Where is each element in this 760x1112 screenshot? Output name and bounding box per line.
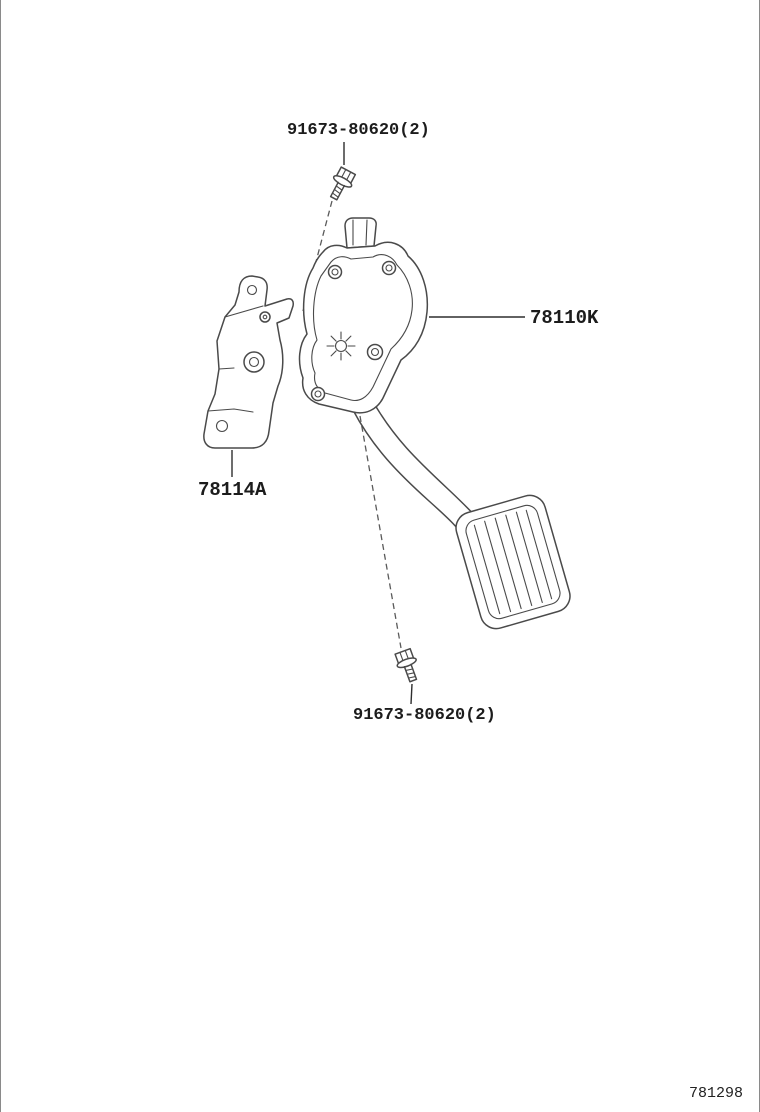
sensor-connector — [344, 217, 377, 249]
pedal-pad-rib — [505, 514, 533, 607]
housing-hole-outer — [381, 260, 397, 276]
callout-78110k: 78110K — [530, 307, 599, 329]
bracket-fold-line-1 — [224, 305, 264, 318]
bolt-flange — [332, 175, 353, 188]
bracket-pivot-hole-inner — [248, 356, 260, 368]
pedal-pad-rib — [494, 517, 522, 610]
housing-hole-outer — [327, 264, 343, 280]
bracket-drawing — [203, 275, 294, 449]
housing-hole-inner — [385, 264, 393, 272]
rotor-spoke — [330, 350, 337, 357]
bolt-thread — [406, 672, 415, 675]
callout-bolt-bottom: 91673-80620(2) — [353, 706, 496, 725]
housing-hole-outer — [310, 386, 326, 402]
rotor-spoke — [345, 335, 352, 342]
bolt-flange — [396, 657, 417, 669]
housing-hole-inner — [370, 347, 380, 357]
bolt-thread — [408, 675, 417, 679]
bracket-tab-hole — [246, 284, 258, 296]
sensor-connector-line — [365, 219, 368, 246]
rotor-hub — [334, 339, 348, 353]
bracket-fold-line-3 — [207, 408, 254, 413]
pedal-pad-rib — [484, 520, 512, 613]
pedal-pad-inner-border — [465, 504, 561, 620]
bolt-bottom-drawing — [394, 647, 418, 683]
bolt-thread — [405, 668, 414, 672]
pedal-pad-drawing — [455, 494, 571, 630]
housing-hole-inner — [331, 268, 339, 276]
sensor-rotor-drawing — [326, 331, 356, 361]
rotor-spoke — [345, 350, 352, 357]
pedal-pad-rib — [525, 509, 553, 600]
pedal-pad-rib — [515, 511, 543, 604]
bracket-fold-line-2 — [218, 367, 235, 370]
bracket-foot-hole — [215, 419, 229, 433]
bolt-thread — [335, 185, 343, 191]
housing-hole-outer — [366, 343, 384, 361]
callout-bolt-top: 91673-80620(2) — [287, 121, 430, 140]
bolt-thread — [331, 192, 339, 198]
leader-line-bottom-bolt — [410, 683, 413, 705]
drawing-number: 781298 — [689, 1085, 744, 1102]
bracket-side-hole-outer — [259, 311, 271, 323]
pedal-pad-rib — [473, 524, 501, 615]
housing-hole-inner — [314, 390, 322, 398]
callout-78114a: 78114A — [198, 479, 267, 501]
rotor-spoke — [330, 335, 337, 342]
bracket-side-hole-inner — [262, 314, 268, 320]
pedal-assembly-drawing — [298, 217, 571, 630]
bolt-thread — [333, 188, 341, 195]
sensor-housing-outline — [298, 241, 429, 414]
sensor-housing-inner-contour — [311, 254, 413, 402]
bolt-top-drawing — [329, 166, 357, 201]
bracket-pivot-hole-outer — [243, 351, 265, 373]
pedal-pad-outline — [455, 494, 571, 630]
